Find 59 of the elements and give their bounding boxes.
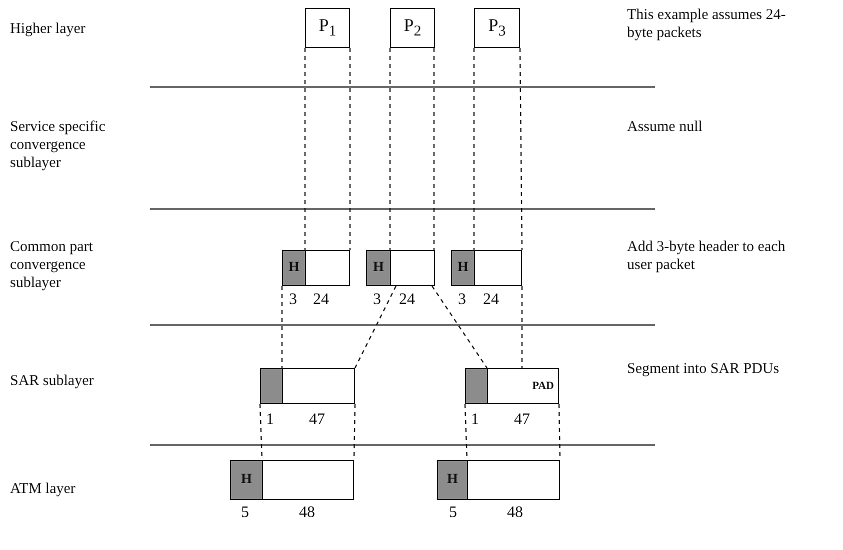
header-box	[366, 250, 391, 286]
header-box	[437, 460, 468, 500]
payload-box	[474, 250, 522, 286]
packet-label: P$_{3}$	[488, 16, 506, 40]
payload-box	[390, 250, 435, 286]
packet-box	[474, 8, 520, 48]
byte-count: 3	[457, 290, 467, 310]
byte-count: 47	[308, 410, 326, 430]
packet-label: P$_{2}$	[404, 16, 422, 40]
byte-count: 1	[265, 410, 275, 430]
byte-count: 3	[288, 290, 298, 310]
dashed-line	[521, 286, 523, 368]
layer-note: ATM layer	[10, 480, 76, 498]
byte-count: 24	[398, 290, 416, 310]
layer-note: Higher layer	[10, 20, 86, 38]
byte-count: 47	[513, 410, 531, 430]
payload-box	[305, 250, 350, 286]
header-label: H	[288, 261, 300, 275]
byte-count: 3	[372, 290, 382, 310]
padding-label: PAD	[532, 380, 554, 392]
header-box	[451, 250, 475, 286]
dashed-line	[281, 286, 283, 368]
byte-count: 48	[298, 503, 316, 522]
layer-note: Add 3-byte header to each user packet	[627, 238, 786, 274]
dashed-line	[519, 48, 523, 250]
header-label: H	[458, 261, 468, 275]
byte-count: 24	[312, 290, 330, 310]
layer-note: Common part convergence sublayer	[10, 238, 94, 292]
dashed-line	[433, 48, 435, 250]
dashed-line	[354, 286, 397, 368]
layer-note: Service specific convergence sublayer	[10, 118, 106, 172]
dashed-line	[304, 48, 306, 250]
layer-note: SAR sublayer	[10, 372, 95, 390]
header-box	[230, 460, 263, 500]
header-label: H	[373, 261, 384, 275]
byte-count: 5	[448, 503, 458, 522]
byte-count: 5	[240, 503, 250, 522]
layer-note: This example assumes 24-byte packets	[627, 6, 787, 42]
header-label: H	[241, 473, 252, 487]
packet-box	[390, 8, 435, 48]
dashed-line	[473, 48, 475, 250]
header-box	[465, 368, 488, 404]
layer-note: Assume null	[627, 118, 704, 136]
byte-count: 1	[470, 410, 480, 430]
dashed-line	[349, 48, 351, 250]
dashed-line	[432, 286, 488, 368]
layer-note: Segment into SAR PDUs	[627, 360, 780, 378]
payload-box	[467, 460, 560, 500]
packet-label: P$_{1}$	[318, 16, 336, 40]
header-box	[282, 250, 306, 286]
header-box	[260, 368, 283, 404]
packet-box	[305, 8, 350, 48]
byte-count: 24	[482, 290, 500, 310]
byte-count: 48	[506, 503, 524, 522]
dashed-line	[389, 48, 391, 250]
payload-box	[282, 368, 355, 404]
payload-box	[487, 368, 559, 404]
payload-box	[262, 460, 354, 500]
header-label: H	[447, 473, 458, 487]
